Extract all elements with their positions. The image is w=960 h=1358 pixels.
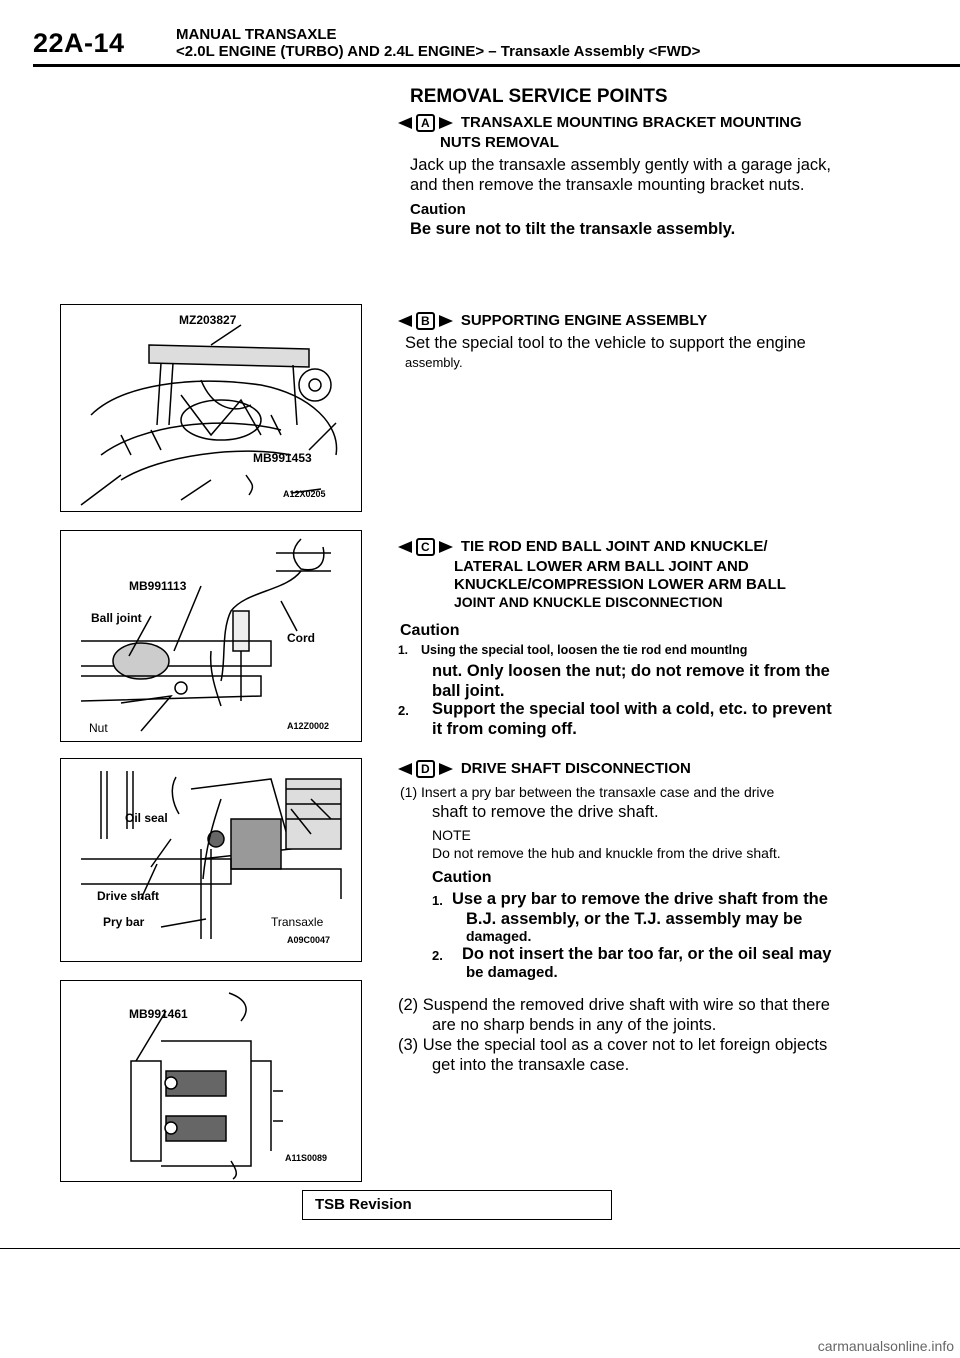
fig4-tool-label: MB991461 <box>129 1007 188 1021</box>
section-c-item-2-b: it from coming off. <box>432 720 577 738</box>
section-d-step-1a: (1) Insert a pry bar between the transax… <box>400 784 775 800</box>
section-a-title: A TRANSAXLE MOUNTING BRACKET MOUNTING <box>398 113 802 132</box>
fig1-tool2-label: MB991453 <box>253 451 312 465</box>
triangle-right-icon <box>438 315 453 328</box>
section-d-note-text: Do not remove the hub and knuckle from t… <box>432 845 781 861</box>
section-heading: REMOVAL SERVICE POINTS <box>410 86 668 107</box>
fig3-oil-seal-label: Oil seal <box>125 811 168 825</box>
figure-cover-tool: MB991461 A11S0089 <box>60 980 362 1182</box>
section-d-note-label: NOTE <box>432 827 471 843</box>
fig4-code: A11S0089 <box>285 1153 328 1163</box>
section-b-para-2: assembly. <box>405 355 463 370</box>
section-d-step-1b: shaft to remove the drive shaft. <box>432 803 659 821</box>
fig3-code: A09C0047 <box>287 935 331 945</box>
section-d-step-2b: are no sharp bends in any of the joints. <box>432 1016 717 1034</box>
fig2-tool-label: MB991113 <box>129 579 187 593</box>
tsb-revision-box: TSB Revision <box>302 1190 612 1220</box>
section-a-caution-label: Caution <box>410 201 466 218</box>
fig2-ball-joint-label: Ball joint <box>91 611 142 625</box>
section-d-caution-label: Caution <box>432 869 492 886</box>
section-b-title-text: SUPPORTING ENGINE ASSEMBLY <box>460 312 708 329</box>
fig3-transaxle-label: Transaxle <box>271 915 324 929</box>
section-c-title-4: JOINT AND KNUCKLE DISCONNECTION <box>454 594 723 610</box>
figure-drive-shaft: Oil seal Drive shaft Pry bar Transaxle A… <box>60 758 362 962</box>
fig3-pry-bar-label: Pry bar <box>103 915 145 929</box>
section-c-item-1-b: nut. Only loosen the nut; do not remove … <box>432 662 830 680</box>
cover-tool-illustration <box>130 992 283 1180</box>
section-a-title-1: TRANSAXLE MOUNTING BRACKET MOUNTING <box>460 114 802 131</box>
section-c-title-1: TIE ROD END BALL JOINT AND KNUCKLE/ <box>460 538 768 555</box>
ball-joint-illustration <box>80 538 331 732</box>
triangle-left-icon <box>398 763 412 776</box>
section-d-caution-1-a: Use a pry bar to remove the drive shaft … <box>452 890 828 908</box>
section-a-para-2: and then remove the transaxle mounting b… <box>410 176 805 194</box>
section-b-badge: B <box>416 312 435 330</box>
section-d-step-3b: get into the transaxle case. <box>432 1056 630 1074</box>
section-c-title-3: KNUCKLE/COMPRESSION LOWER ARM BALL <box>454 576 786 593</box>
section-d-badge: D <box>416 760 435 778</box>
section-d-step-2a: (2) Suspend the removed drive shaft with… <box>398 996 830 1014</box>
engine-support-illustration <box>80 324 338 506</box>
section-c-item-2-a: Support the special tool with a cold, et… <box>432 700 832 718</box>
section-c-item-2-num: 2. <box>398 703 409 718</box>
header-title-line1: MANUAL TRANSAXLE <box>176 26 337 43</box>
section-d-caution-1-c: damaged. <box>466 928 532 944</box>
triangle-left-icon <box>398 117 412 130</box>
section-c-item-1-c: ball joint. <box>432 682 505 700</box>
section-a-badge: A <box>416 114 435 132</box>
fig1-tool1-label: MZ203827 <box>179 313 237 327</box>
section-a-para-1: Jack up the transaxle assembly gently wi… <box>410 156 831 174</box>
fig2-code: A12Z0002 <box>287 721 330 731</box>
section-c-item-1-num: 1. <box>398 643 409 657</box>
section-c-badge: C <box>416 538 435 556</box>
drive-shaft-illustration <box>81 771 342 939</box>
section-d-step-3a: (3) Use the special tool as a cover not … <box>398 1036 828 1054</box>
triangle-left-icon <box>398 315 412 328</box>
section-c-item-1-a: Using the special tool, loosen the tie r… <box>421 643 748 657</box>
section-b-para-1: Set the special tool to the vehicle to s… <box>405 334 806 352</box>
section-a-title-2: NUTS REMOVAL <box>440 134 559 151</box>
section-d-title-text: DRIVE SHAFT DISCONNECTION <box>460 760 691 777</box>
figure-ball-joint: MB991113 Ball joint Cord Nut A12Z0002 <box>60 530 362 742</box>
section-b-title: B SUPPORTING ENGINE ASSEMBLY <box>398 311 707 330</box>
triangle-right-icon <box>438 541 453 554</box>
section-c-title-2: LATERAL LOWER ARM BALL JOINT AND <box>454 558 749 575</box>
triangle-right-icon <box>438 763 453 776</box>
fig3-drive-shaft-label: Drive shaft <box>97 889 160 903</box>
page-number: 22A-14 <box>33 28 125 58</box>
fig1-code: A12X0205 <box>283 489 326 499</box>
figure-engine-support: MZ203827 MB991453 A12X0205 <box>60 304 362 512</box>
section-d-caution-2-b: be damaged. <box>466 964 558 981</box>
section-d-caution-2-a: Do not insert the bar too far, or the oi… <box>462 945 832 963</box>
watermark: carmanualsonline.info <box>817 1338 954 1354</box>
tsb-revision-text: TSB Revision <box>315 1196 412 1213</box>
section-c-title: C TIE ROD END BALL JOINT AND KNUCKLE/ <box>398 537 768 556</box>
fig2-cord-label: Cord <box>287 631 315 645</box>
section-d-caution-1-b: B.J. assembly, or the T.J. assembly may … <box>466 910 803 928</box>
header-title-line2: <2.0L ENGINE (TURBO) AND 2.4L ENGINE> – … <box>176 43 701 60</box>
section-c-caution-label: Caution <box>400 622 460 639</box>
section-d-caution-2-num: 2. <box>432 948 443 963</box>
section-a-caution-text: Be sure not to tilt the transaxle assemb… <box>410 220 736 238</box>
triangle-right-icon <box>438 117 453 130</box>
triangle-left-icon <box>398 541 412 554</box>
section-d-title: D DRIVE SHAFT DISCONNECTION <box>398 759 691 778</box>
footer-rule <box>0 1248 960 1249</box>
header-rule <box>33 64 960 67</box>
fig2-nut-label: Nut <box>89 721 108 735</box>
section-d-caution-1-num: 1. <box>432 893 443 908</box>
